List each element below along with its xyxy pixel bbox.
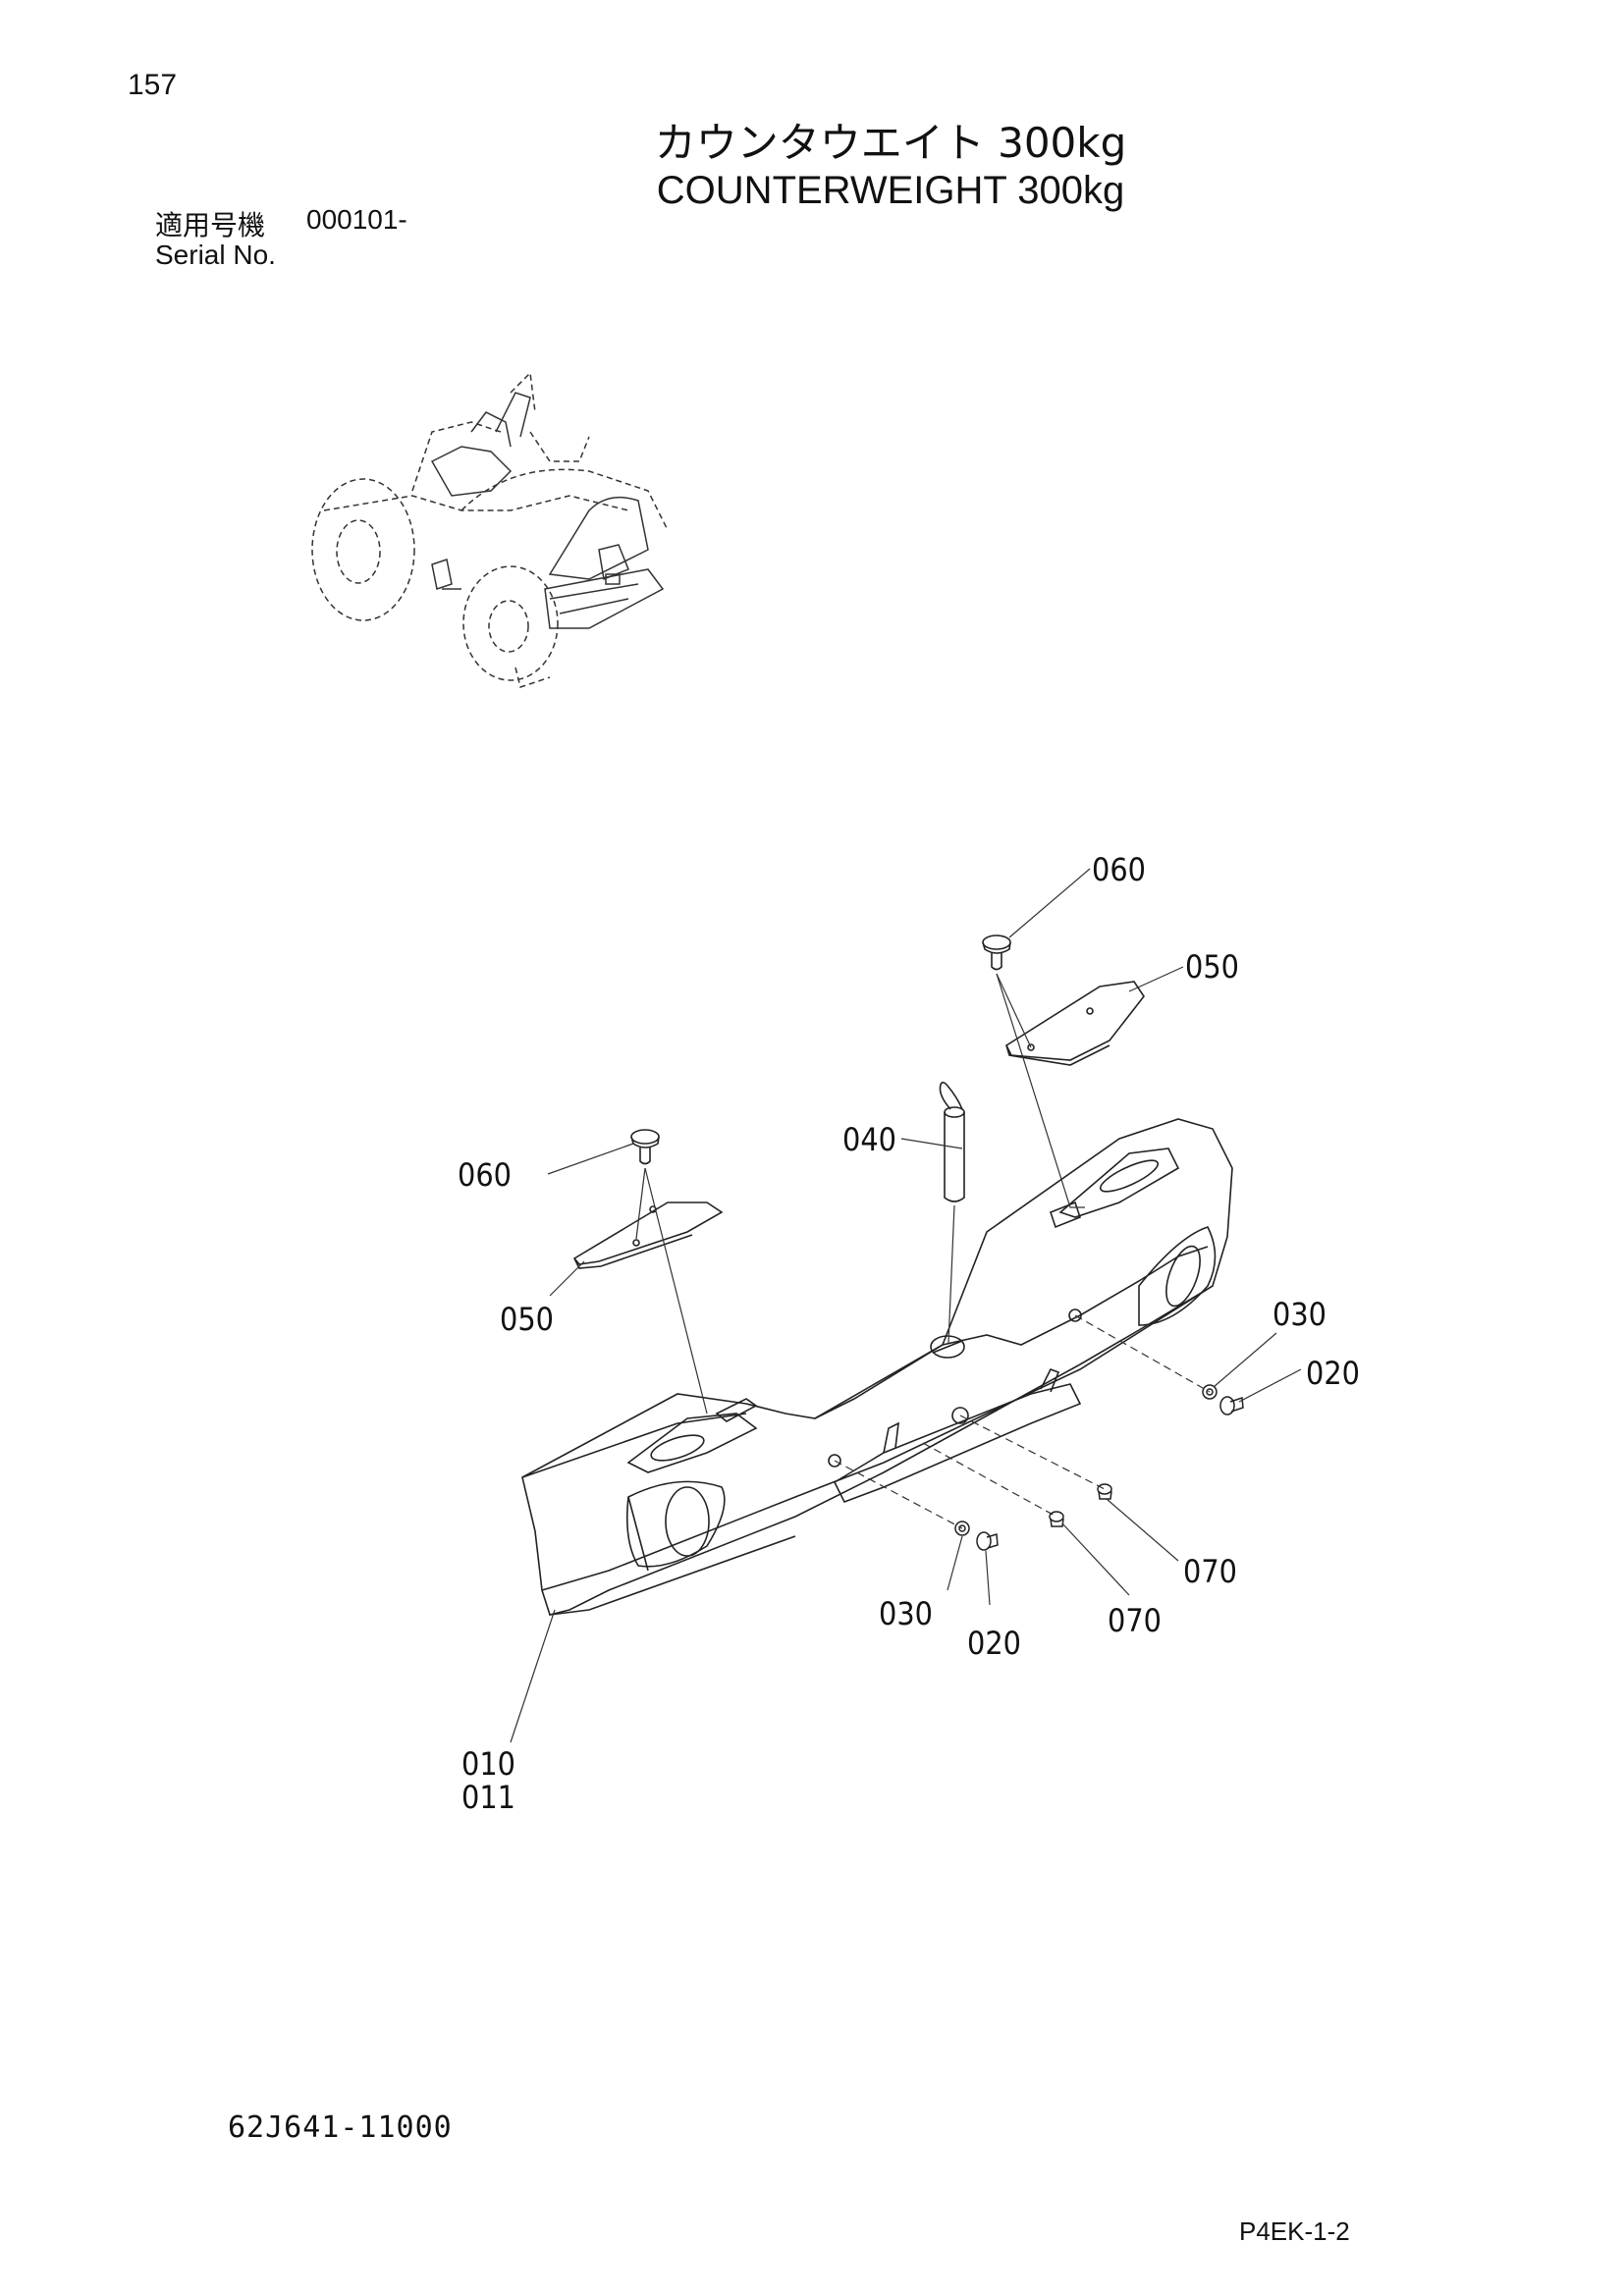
callout-070-right: 070 bbox=[1183, 1553, 1237, 1590]
serial-label-english: Serial No. bbox=[155, 240, 276, 270]
serial-label-japanese: 適用号機 bbox=[155, 209, 266, 241]
bolt-060-left bbox=[630, 1129, 660, 1165]
title-japanese: カウンタウエイト 300kg bbox=[654, 119, 1127, 167]
plate-050-left bbox=[572, 1201, 724, 1269]
page-reference: P4EK-1-2 bbox=[1239, 2216, 1350, 2246]
callout-030-bottom: 030 bbox=[879, 1595, 933, 1632]
washer-030-right bbox=[1202, 1384, 1218, 1400]
callout-060-left: 060 bbox=[458, 1156, 512, 1194]
callout-040: 040 bbox=[842, 1121, 896, 1158]
callout-060-top: 060 bbox=[1092, 851, 1146, 888]
callout-050-left: 050 bbox=[500, 1301, 554, 1338]
counterweight-body bbox=[521, 1118, 1233, 1616]
plug-070-right bbox=[1097, 1483, 1112, 1500]
callout-070-mid: 070 bbox=[1108, 1602, 1162, 1639]
bolt-020-right bbox=[1219, 1396, 1244, 1415]
callout-010: 010 bbox=[461, 1745, 515, 1783]
washer-030-bottom bbox=[954, 1521, 970, 1536]
page-number: 157 bbox=[128, 69, 178, 101]
bolt-060-top bbox=[982, 934, 1011, 971]
callout-050-top: 050 bbox=[1185, 948, 1239, 986]
bolt-020-bottom bbox=[976, 1531, 999, 1551]
leader-lines bbox=[510, 868, 1302, 1743]
callout-030-right: 030 bbox=[1272, 1296, 1326, 1333]
serial-number-value: 000101- bbox=[306, 204, 407, 235]
callout-011: 011 bbox=[461, 1779, 515, 1816]
pin-040 bbox=[939, 1081, 965, 1202]
tractor-thumbnail bbox=[311, 371, 669, 688]
callout-020-right: 020 bbox=[1306, 1355, 1360, 1392]
callout-020-bottom: 020 bbox=[967, 1625, 1021, 1662]
plate-050-top bbox=[1004, 981, 1145, 1066]
plug-070-mid bbox=[1049, 1511, 1064, 1527]
title-english: COUNTERWEIGHT 300kg bbox=[656, 169, 1125, 212]
part-code: 62J641-11000 bbox=[228, 2110, 453, 2145]
